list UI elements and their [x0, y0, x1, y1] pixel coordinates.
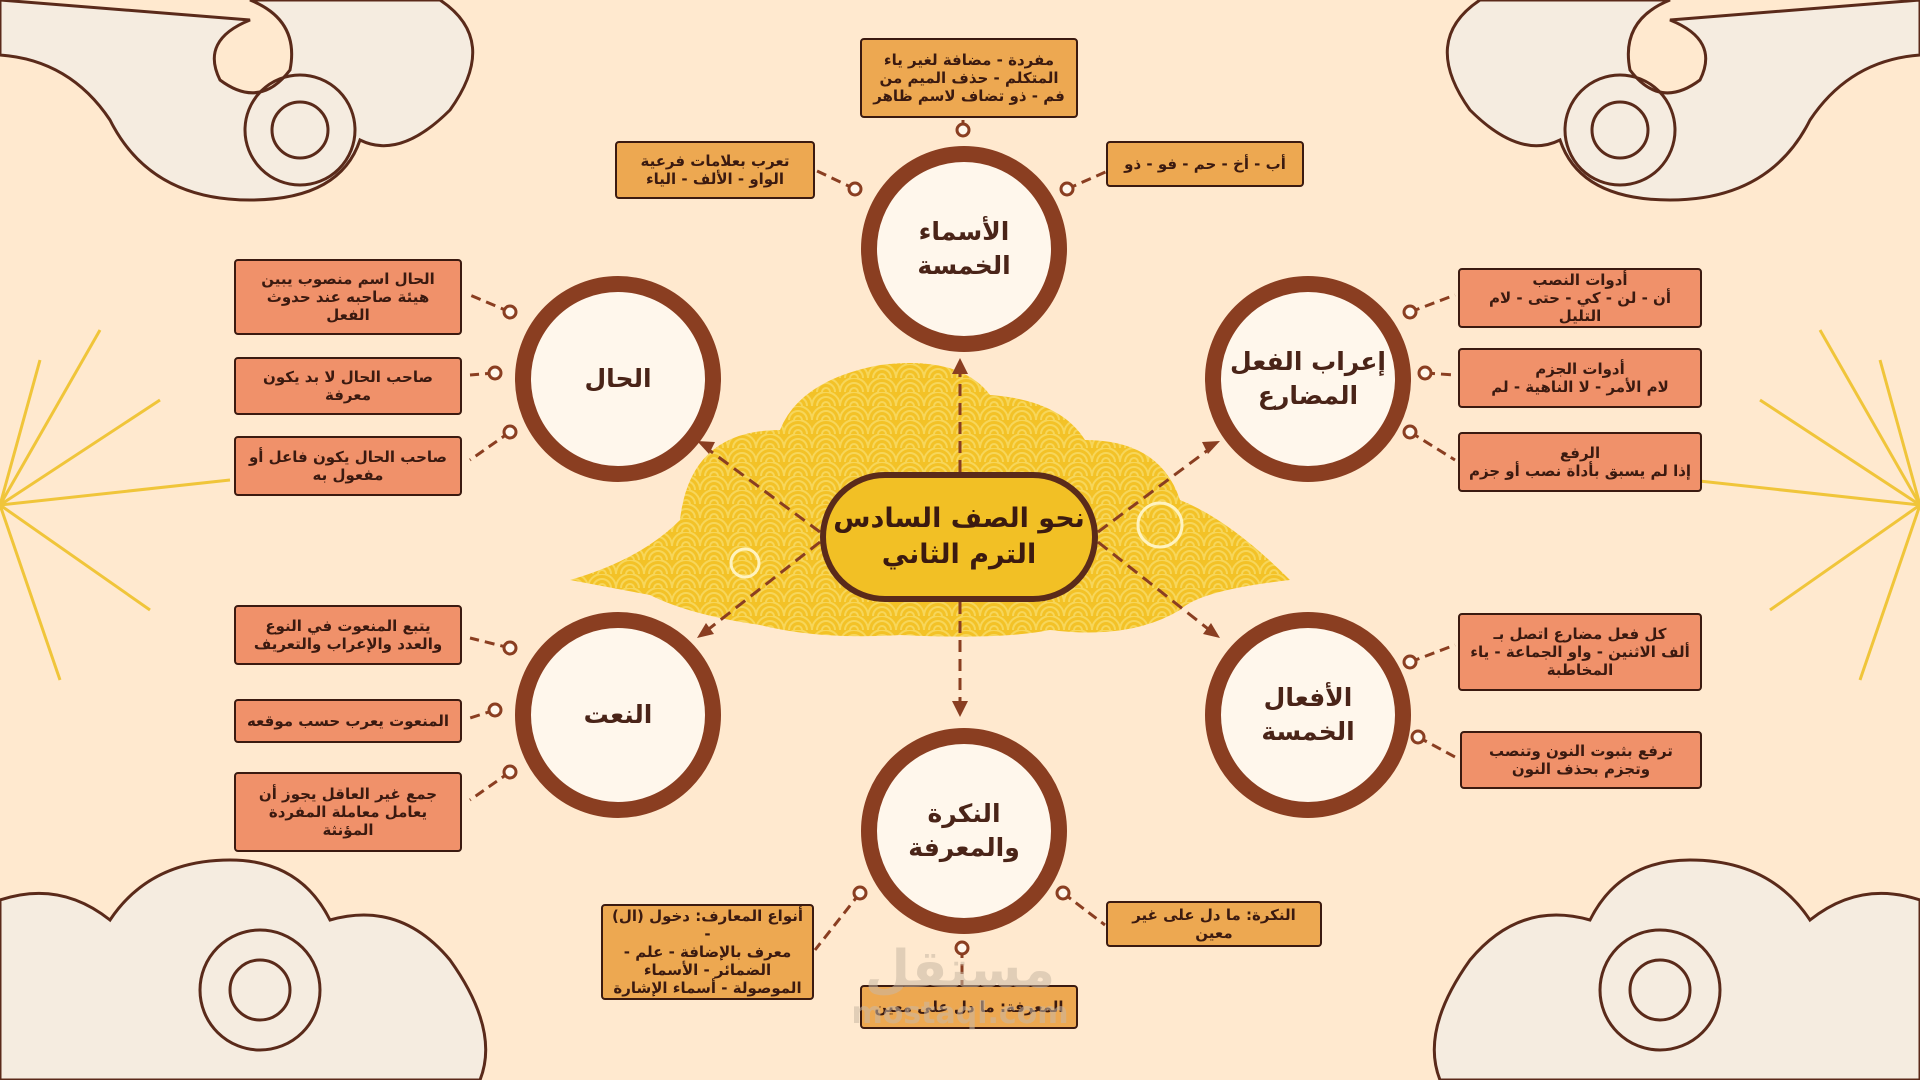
box-hal-owner-definite: صاحب الحال لا بد يكون معرفة: [234, 357, 462, 415]
box-non-rational-plural: جمع غير العاقل يجوز أن يعامل معاملة المف…: [234, 772, 462, 852]
watermark-url: mostaql.com: [851, 996, 1069, 1031]
watermark: مستقل mostaql.com: [840, 942, 1080, 1030]
central-topic: نحو الصف السادس الترم الثاني: [820, 472, 1098, 602]
node-nakira-marifa: النكرة والمعرفة: [861, 728, 1067, 934]
box-five-nouns-conditions: مفردة - مضافة لغير ياء المتكلم - حذف الم…: [860, 38, 1078, 118]
cloud-bottom-right-icon: [1432, 858, 1920, 1080]
central-topic-title: نحو الصف السادس الترم الثاني: [833, 503, 1085, 570]
box-five-nouns-signs: تعرب بعلامات فرعية الواو - الألف - الياء: [615, 141, 815, 199]
node-five-verbs: الأفعال الخمسة: [1205, 612, 1411, 818]
node-five-nouns-label: الأسماء الخمسة: [917, 217, 1011, 280]
node-present-verb: إعراب الفعل المضارع: [1205, 276, 1411, 482]
node-present-verb-label: إعراب الفعل المضارع: [1230, 347, 1386, 410]
node-hal-label: الحال: [584, 364, 652, 393]
node-naat-label: النعت: [583, 700, 653, 729]
connector-dots: [487, 122, 1433, 956]
box-hal-definition: الحال اسم منصوب يبين هيئة صاحبه عند حدوث…: [234, 259, 462, 335]
watermark-arabic: مستقل: [864, 940, 1056, 1000]
box-hal-owner-role: صاحب الحال يكون فاعل أو مفعول به: [234, 436, 462, 496]
cloud-top-right-icon: [1445, 0, 1920, 202]
node-naat: النعت: [515, 612, 721, 818]
node-five-nouns: الأسماء الخمسة: [861, 146, 1067, 352]
connector-arrows: [704, 370, 1213, 705]
box-naat-agreement: يتبع المنعوت في النوع والعدد والإعراب وا…: [234, 605, 462, 665]
box-manut-parsing: المنعوت يعرب حسب موقعه: [234, 699, 462, 743]
box-five-verbs-definition: كل فعل مضارع اتصل بـ ألف الاثنين - واو ا…: [1458, 613, 1702, 691]
box-five-nouns-list: أب - أخ - حم - فو - ذو: [1106, 141, 1304, 187]
cloud-top-left-icon: [0, 0, 475, 202]
box-raf-rule: الرفع إذا لم يسبق بأداة نصب أو جزم: [1458, 432, 1702, 492]
node-five-verbs-label: الأفعال الخمسة: [1261, 683, 1355, 746]
box-nakira-definition: النكرة: ما دل على غير معين: [1106, 901, 1322, 947]
sun-left-icon: [0, 329, 231, 681]
box-marifa-types: أنواع المعارف: دخول (ال) - معرف بالإضافة…: [601, 904, 814, 1000]
cloud-bottom-left-icon: [0, 858, 488, 1080]
box-five-verbs-signs: ترفع بثبوت النون وتنصب وتجزم بحذف النون: [1460, 731, 1702, 789]
box-jazm-tools: أدوات الجزم لام الأمر - لا الناهية - لم: [1458, 348, 1702, 408]
node-hal: الحال: [515, 276, 721, 482]
node-nakira-marifa-label: النكرة والمعرفة: [908, 799, 1020, 862]
box-nasb-tools: أدوات النصب أن - لن - كي - حتى - لام الت…: [1458, 268, 1702, 328]
sun-right-icon: [1689, 329, 1920, 681]
arrow-heads: [697, 358, 1220, 717]
box-marifa-definition: المعرفة: ما دل على معين: [860, 985, 1078, 1029]
